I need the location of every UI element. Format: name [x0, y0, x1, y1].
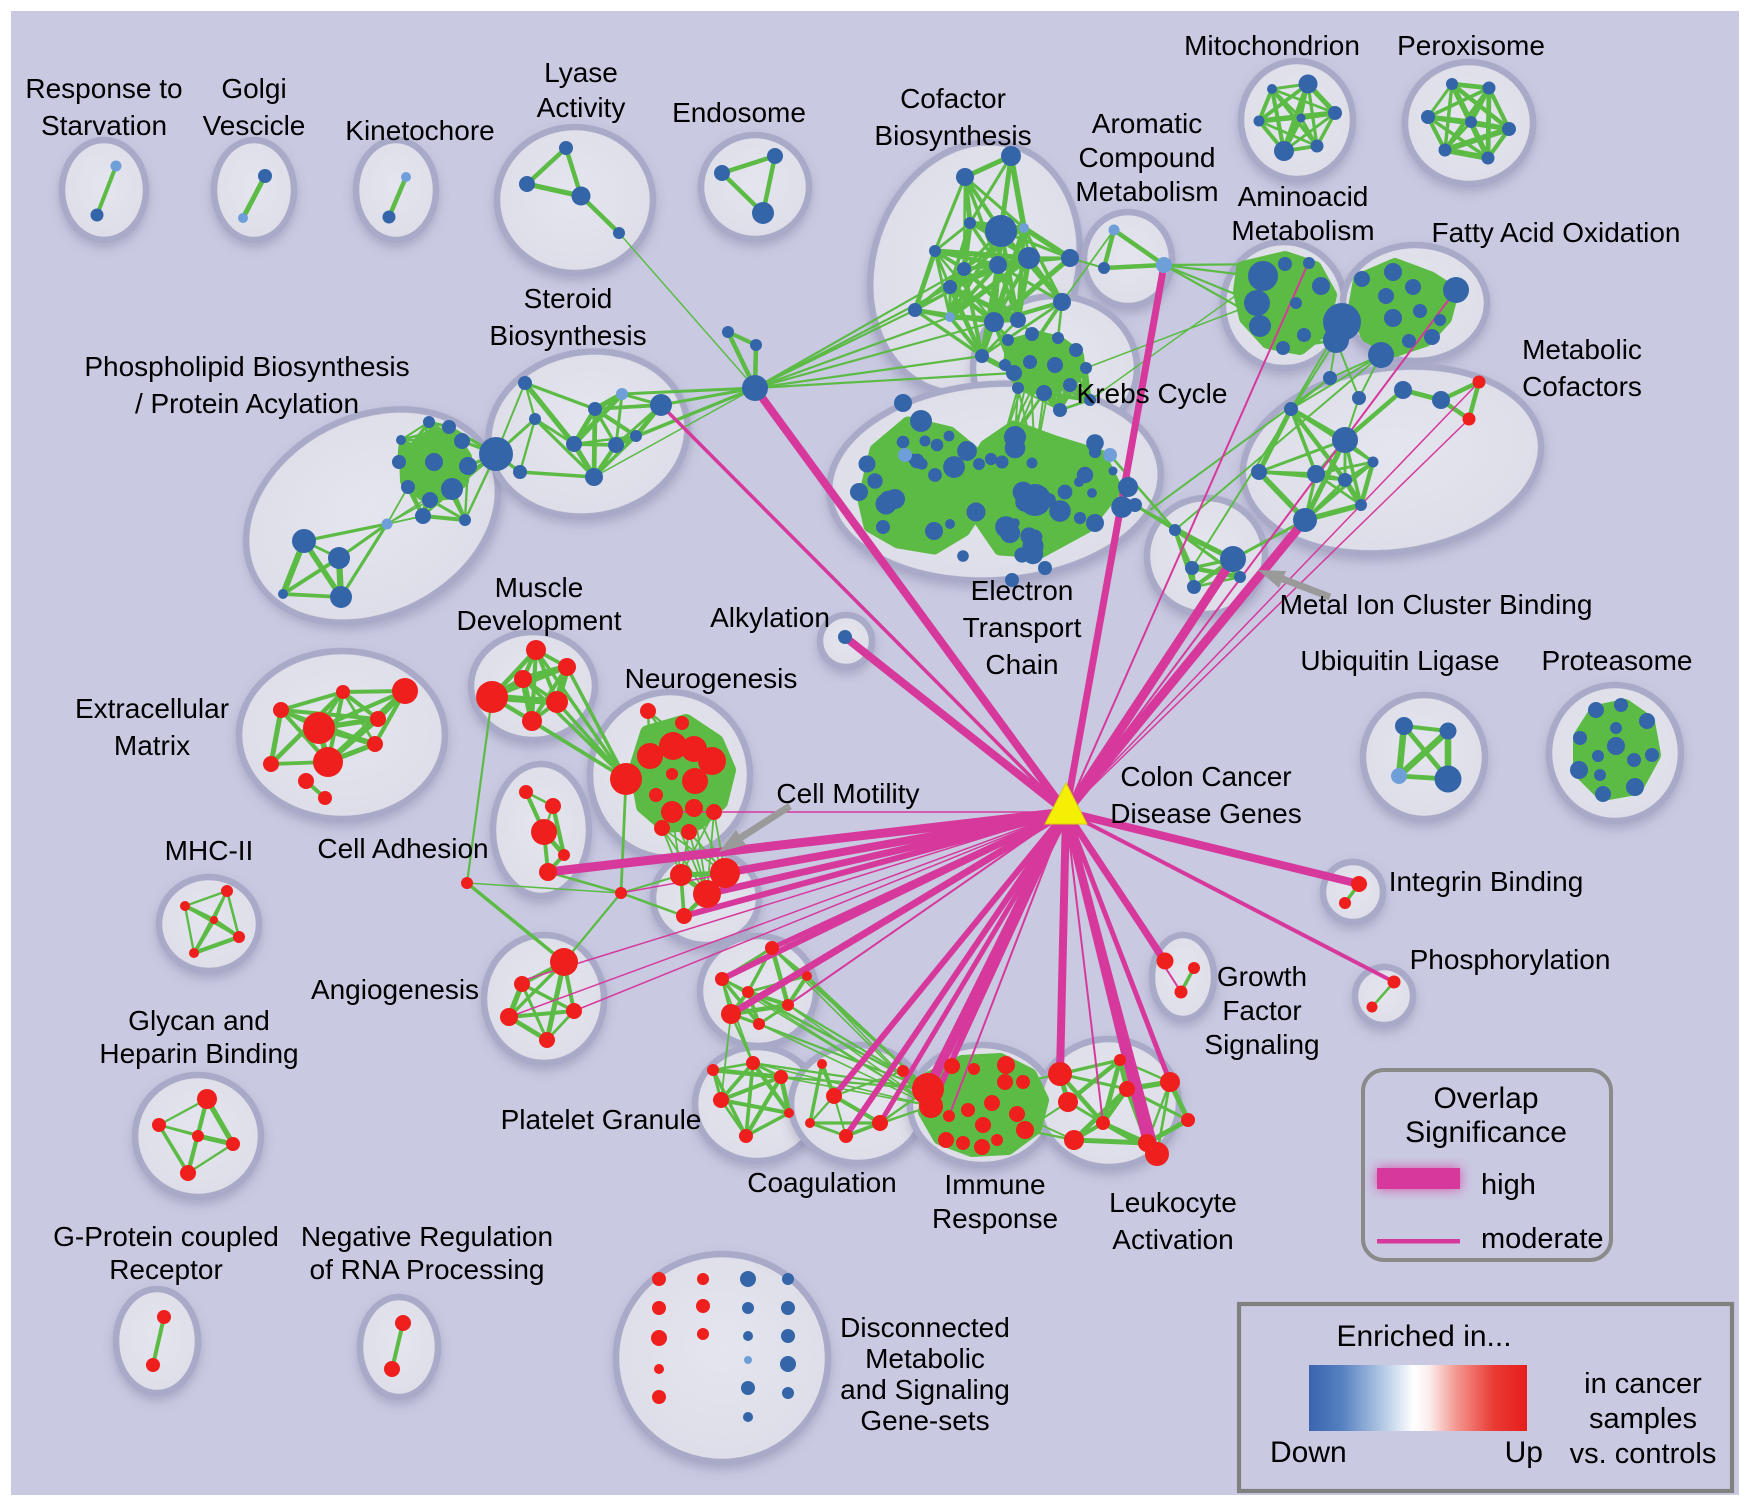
svg-text:Immune: Immune: [944, 1169, 1045, 1200]
svg-text:Metabolic: Metabolic: [865, 1343, 985, 1374]
svg-text:Vescicle: Vescicle: [203, 110, 306, 141]
svg-text:high: high: [1481, 1169, 1536, 1201]
svg-text:Ubiquitin Ligase: Ubiquitin Ligase: [1300, 645, 1499, 676]
svg-text:Starvation: Starvation: [41, 110, 167, 141]
svg-text:Alkylation: Alkylation: [710, 602, 830, 633]
svg-text:Receptor: Receptor: [109, 1254, 223, 1285]
svg-text:Cofactors: Cofactors: [1522, 371, 1642, 402]
svg-text:Biosynthesis: Biosynthesis: [874, 120, 1031, 151]
svg-text:Down: Down: [1270, 1436, 1347, 1469]
svg-text:Biosynthesis: Biosynthesis: [489, 320, 646, 351]
svg-text:Signaling: Signaling: [1204, 1029, 1319, 1060]
svg-text:Colon Cancer: Colon Cancer: [1120, 761, 1291, 792]
svg-text:Disconnected: Disconnected: [840, 1312, 1010, 1343]
svg-text:Proteasome: Proteasome: [1542, 645, 1693, 676]
svg-text:Aromatic: Aromatic: [1092, 108, 1202, 139]
svg-text:in cancer: in cancer: [1584, 1368, 1702, 1400]
svg-text:Extracellular: Extracellular: [75, 693, 229, 724]
svg-text:Neurogenesis: Neurogenesis: [625, 663, 798, 694]
svg-text:Krebs Cycle: Krebs Cycle: [1077, 378, 1228, 409]
svg-text:Phospholipid Biosynthesis: Phospholipid Biosynthesis: [84, 351, 409, 382]
svg-text:Platelet Granule: Platelet Granule: [501, 1104, 702, 1135]
svg-text:Negative Regulation: Negative Regulation: [301, 1221, 553, 1252]
svg-text:Integrin Binding: Integrin Binding: [1389, 866, 1584, 897]
svg-text:Fatty Acid Oxidation: Fatty Acid Oxidation: [1431, 217, 1680, 248]
svg-text:Cofactor: Cofactor: [900, 83, 1006, 114]
svg-text:Metabolic: Metabolic: [1522, 334, 1642, 365]
svg-text:Growth: Growth: [1217, 961, 1307, 992]
svg-text:Gene-sets: Gene-sets: [860, 1405, 989, 1436]
svg-text:Metabolism: Metabolism: [1231, 215, 1374, 246]
svg-text:Overlap: Overlap: [1433, 1082, 1538, 1115]
svg-text:Cell Motility: Cell Motility: [776, 778, 919, 809]
svg-text:Response: Response: [932, 1203, 1058, 1234]
svg-text:Lyase: Lyase: [544, 57, 618, 88]
svg-text:Muscle: Muscle: [495, 572, 584, 603]
svg-text:Angiogenesis: Angiogenesis: [311, 974, 479, 1005]
svg-text:Coagulation: Coagulation: [747, 1167, 896, 1198]
svg-text:Matrix: Matrix: [114, 730, 190, 761]
svg-text:Factor: Factor: [1222, 995, 1301, 1026]
svg-text:/ Protein Acylation: / Protein Acylation: [135, 388, 359, 419]
svg-text:Electron: Electron: [971, 575, 1074, 606]
svg-text:of RNA Processing: of RNA Processing: [310, 1254, 545, 1285]
svg-text:Transport: Transport: [963, 612, 1082, 643]
svg-text:Kinetochore: Kinetochore: [345, 115, 494, 146]
svg-text:moderate: moderate: [1481, 1223, 1604, 1255]
svg-text:Compound: Compound: [1079, 142, 1216, 173]
svg-text:Phosphorylation: Phosphorylation: [1410, 944, 1611, 975]
svg-text:Up: Up: [1505, 1436, 1543, 1469]
svg-text:samples: samples: [1589, 1403, 1697, 1435]
svg-text:Endosome: Endosome: [672, 97, 806, 128]
svg-text:Glycan and: Glycan and: [128, 1005, 270, 1036]
svg-text:Peroxisome: Peroxisome: [1397, 30, 1545, 61]
svg-text:G-Protein coupled: G-Protein coupled: [53, 1221, 279, 1252]
svg-text:Leukocyte: Leukocyte: [1109, 1187, 1237, 1218]
svg-text:Heparin Binding: Heparin Binding: [99, 1038, 298, 1069]
svg-text:Chain: Chain: [985, 649, 1058, 680]
svg-text:Steroid: Steroid: [524, 283, 613, 314]
svg-text:and Signaling: and Signaling: [840, 1374, 1010, 1405]
svg-text:Metabolism: Metabolism: [1075, 176, 1218, 207]
svg-text:Mitochondrion: Mitochondrion: [1184, 30, 1360, 61]
svg-text:MHC-II: MHC-II: [165, 835, 254, 866]
svg-text:Disease Genes: Disease Genes: [1110, 798, 1301, 829]
svg-text:Activity: Activity: [537, 92, 626, 123]
svg-text:Golgi: Golgi: [221, 73, 286, 104]
svg-text:Cell Adhesion: Cell Adhesion: [317, 833, 488, 864]
svg-text:Aminoacid: Aminoacid: [1238, 181, 1369, 212]
svg-text:Enriched in...: Enriched in...: [1336, 1320, 1511, 1353]
svg-text:Activation: Activation: [1112, 1224, 1233, 1255]
svg-text:Response to: Response to: [25, 73, 182, 104]
svg-text:vs. controls: vs. controls: [1570, 1438, 1717, 1470]
svg-text:Development: Development: [457, 605, 622, 636]
svg-text:Metal Ion Cluster Binding: Metal Ion Cluster Binding: [1280, 589, 1593, 620]
svg-text:Significance: Significance: [1405, 1116, 1567, 1149]
